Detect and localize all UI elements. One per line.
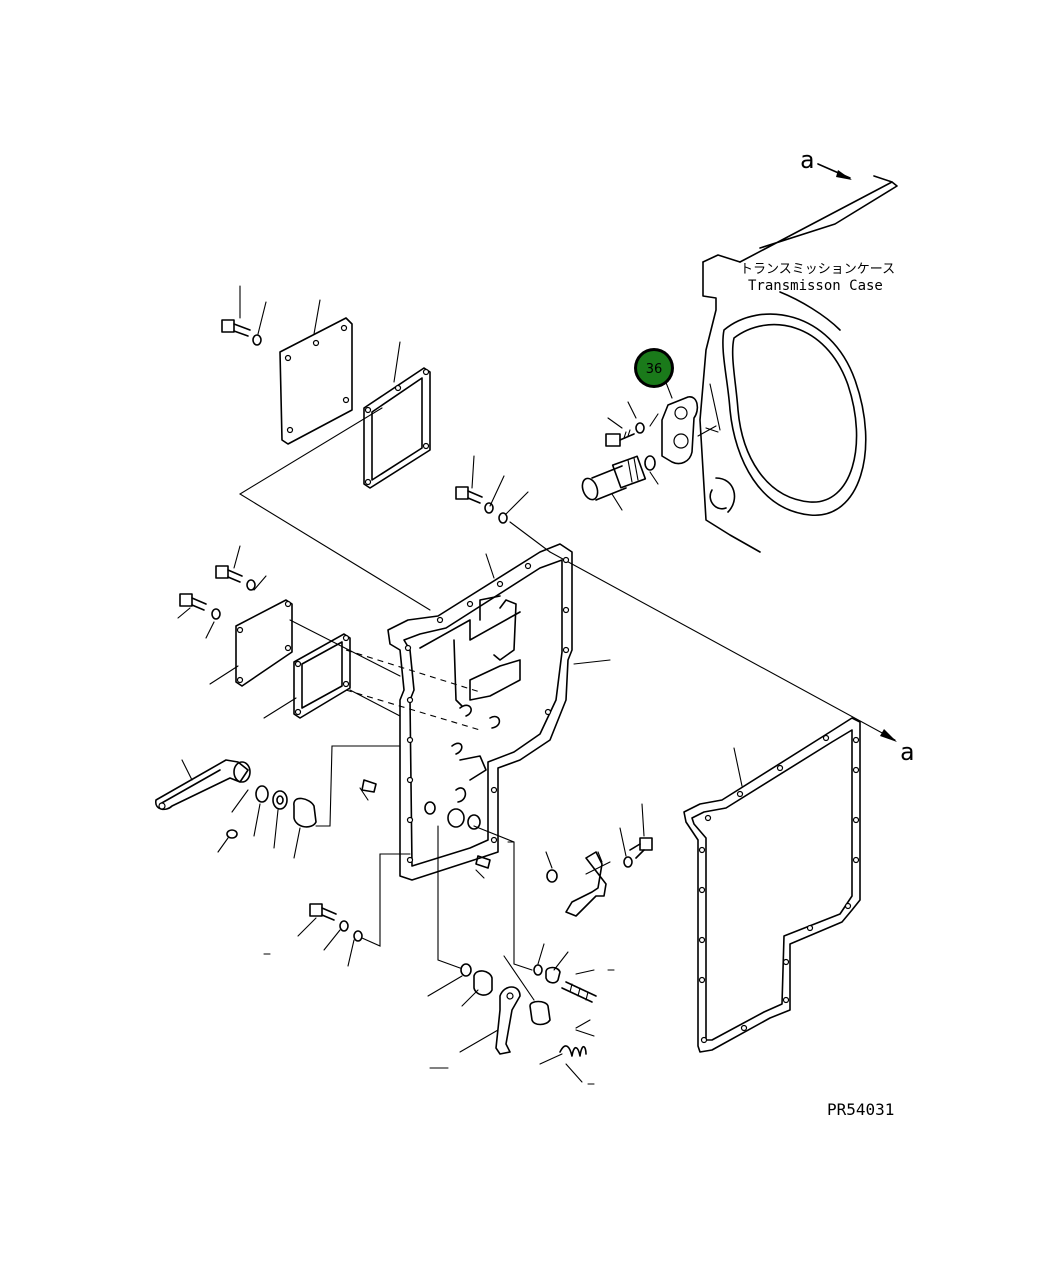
case-pins	[359, 779, 558, 883]
left-cover-group	[177, 545, 401, 719]
solenoid-valve-assembly	[581, 379, 717, 511]
callout-36-number: 36	[646, 362, 663, 377]
leader-top-cover	[238, 407, 431, 611]
large-gasket	[683, 717, 861, 1053]
reference-arrow-top	[817, 163, 852, 180]
transmission-case-label-en: Transmisson Case	[748, 278, 883, 294]
callout-36-fill	[637, 351, 671, 385]
transmission-case	[699, 175, 898, 553]
drawing-number: PR54031	[827, 1100, 894, 1119]
ref-label-a-top: a	[800, 146, 814, 174]
ref-label-a-right: a	[900, 738, 914, 766]
lever-group-left	[155, 745, 401, 859]
reference-arrow-right	[549, 551, 897, 742]
lever-group-bottom	[427, 825, 595, 1085]
main-case	[345, 543, 611, 881]
top-cover-group	[221, 285, 431, 489]
middle-bolt-group	[455, 455, 551, 553]
bottom-left-bolt-group	[263, 853, 411, 967]
transmission-case-label-jp: トランスミッションケース	[740, 262, 895, 277]
callout-36[interactable]: 36	[634, 348, 674, 388]
right-lower-parts	[473, 803, 653, 1003]
